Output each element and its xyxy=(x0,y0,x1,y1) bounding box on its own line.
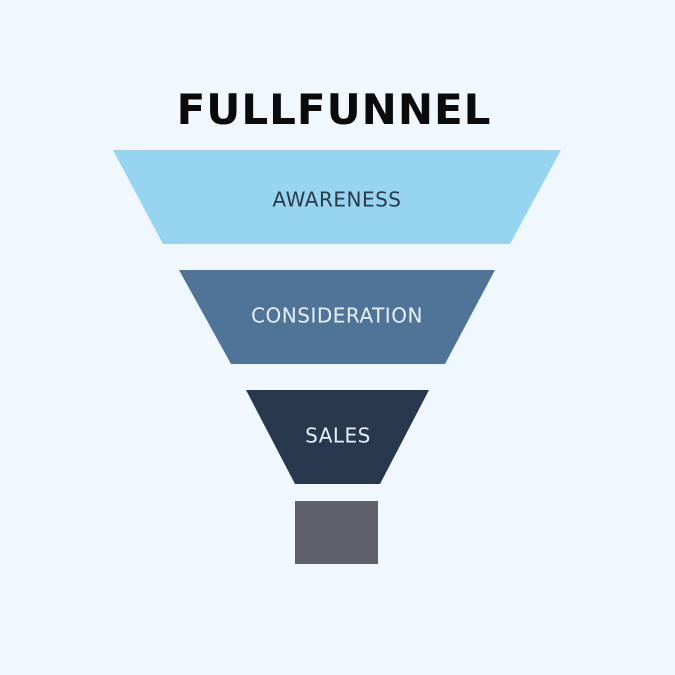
consideration-label: CONSIDERATION xyxy=(251,304,423,328)
awareness-label: AWARENESS xyxy=(273,188,402,212)
funnel-stage-consideration: CONSIDERATION xyxy=(179,270,495,364)
funnel-spout xyxy=(295,501,378,564)
funnel-stage-sales: SALES xyxy=(246,390,429,484)
sales-label: SALES xyxy=(305,424,371,448)
consideration-trapezoid xyxy=(179,270,495,364)
awareness-trapezoid xyxy=(113,150,561,244)
funnel-stage-awareness: AWARENESS xyxy=(113,150,561,244)
diagram-title: FULLFUNNEL xyxy=(176,85,492,134)
sales-trapezoid xyxy=(246,390,429,484)
